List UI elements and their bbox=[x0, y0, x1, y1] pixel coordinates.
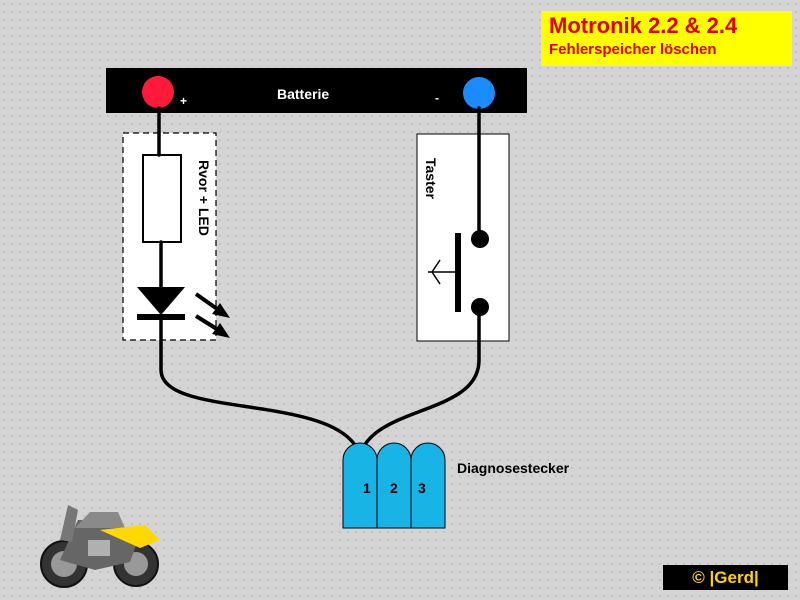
resistor-icon bbox=[142, 154, 182, 243]
led-diode-icon bbox=[137, 287, 185, 320]
led-module-label: Rvor + LED bbox=[196, 160, 212, 236]
push-button-switch-icon bbox=[428, 233, 461, 312]
motorcycle-illustration bbox=[40, 505, 160, 588]
plus-label: + bbox=[180, 94, 188, 108]
diagnostic-connector-icon bbox=[342, 442, 446, 529]
wires bbox=[157, 106, 481, 457]
title-box bbox=[541, 11, 792, 66]
battery-bar bbox=[106, 68, 527, 113]
connector-pin-3: 3 bbox=[418, 480, 426, 496]
switch-contact-top bbox=[471, 230, 489, 248]
connector-pin-2: 2 bbox=[390, 480, 398, 496]
connector-pin-1: 1 bbox=[363, 480, 371, 496]
switch-label: Taster bbox=[423, 158, 439, 199]
light-emission-icon bbox=[194, 292, 230, 338]
page-subtitle: Fehlerspeicher löschen bbox=[549, 41, 717, 58]
copyright-badge: © |Gerd| bbox=[663, 565, 788, 590]
switch-box bbox=[416, 133, 510, 342]
plus-terminal-icon bbox=[142, 76, 174, 108]
switch-contact-bottom bbox=[471, 298, 489, 316]
minus-terminal-icon bbox=[463, 77, 495, 109]
minus-label: - bbox=[435, 91, 439, 105]
page-title: Motronik 2.2 & 2.4 bbox=[549, 13, 738, 38]
connector-label: Diagnosestecker bbox=[457, 460, 570, 476]
battery-label: Batterie bbox=[277, 86, 330, 102]
